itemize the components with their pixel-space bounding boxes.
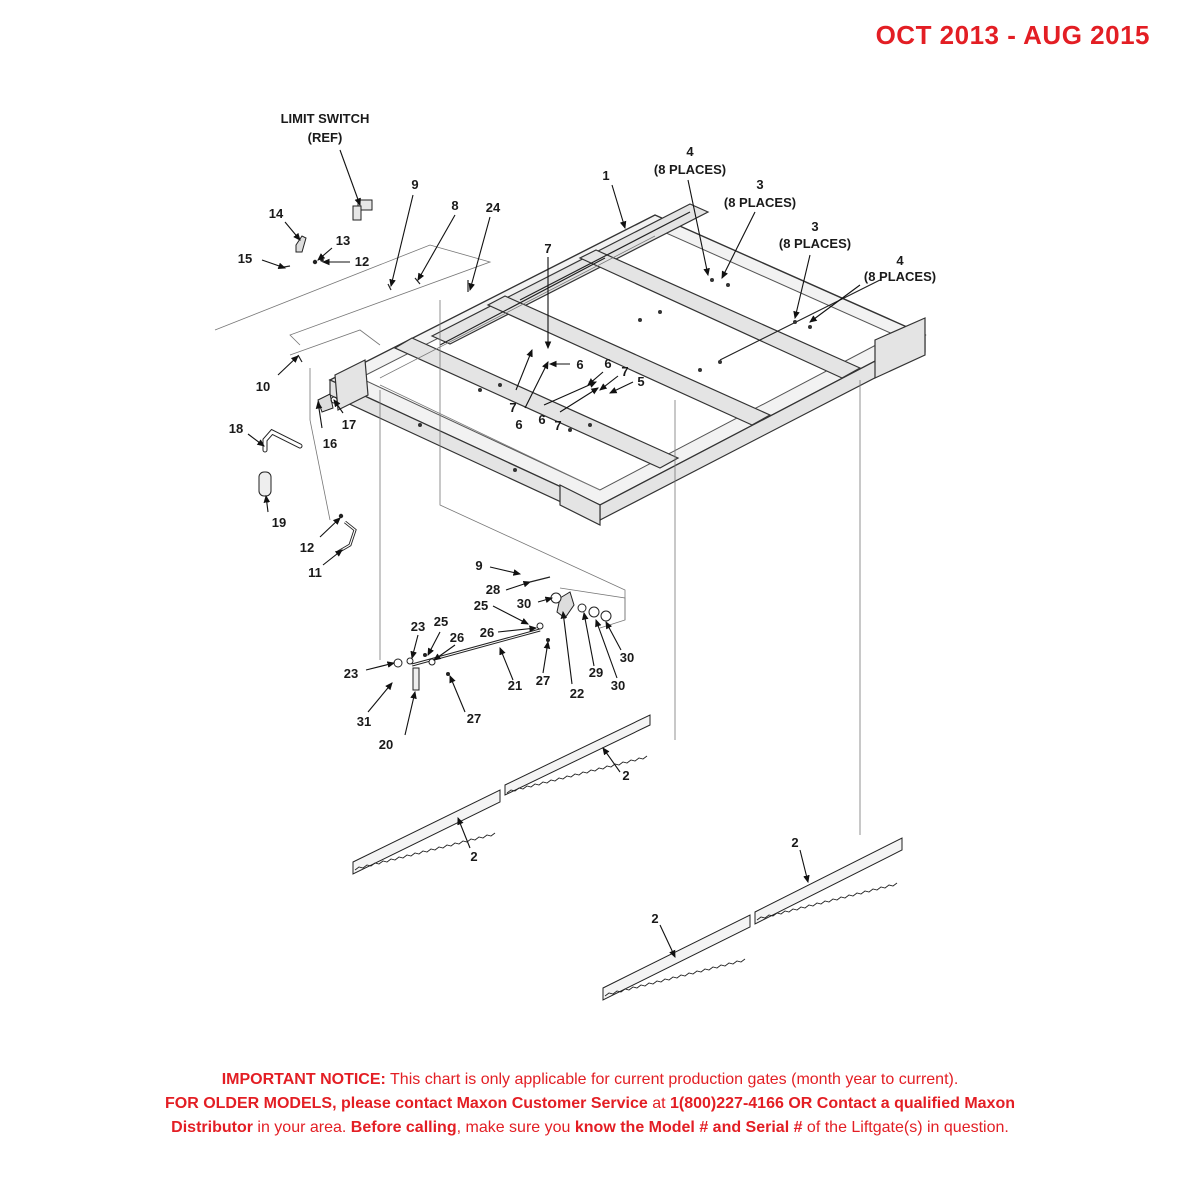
callout-7-top: 7 — [544, 241, 551, 256]
notice-before-calling: Before calling — [350, 1119, 457, 1136]
callout-2-d: 2 — [651, 911, 658, 926]
callout-30-lower: 30 — [611, 678, 625, 693]
callout-9-top: 9 — [411, 177, 418, 192]
callout-9-lower: 9 — [475, 558, 482, 573]
callout-2-a: 2 — [622, 768, 629, 783]
callout-3-right: 3 — [811, 219, 818, 234]
callout-23-top: 23 — [411, 619, 425, 634]
callout-4-right: 4 — [896, 253, 904, 268]
notice-line-2: FOR OLDER MODELS, please contact Maxon C… — [0, 1092, 1180, 1116]
callout-limit-switch-ref: (REF) — [308, 130, 343, 145]
callout-28: 28 — [486, 582, 500, 597]
callout-14: 14 — [269, 206, 284, 221]
callout-10: 10 — [256, 379, 270, 394]
callout-1: 1 — [602, 168, 609, 183]
rack-upper-right — [504, 714, 651, 796]
notice-line-3: Distributor in your area. Before calling… — [0, 1116, 1180, 1140]
notice-older-models: FOR OLDER MODELS, please contact Maxon C… — [164, 1095, 648, 1112]
callout-6-b: 6 — [604, 356, 611, 371]
callout-3-top: 3 — [756, 177, 763, 192]
callout-24: 24 — [486, 200, 501, 215]
callout-4-right-places: (8 PLACES) — [864, 269, 936, 284]
callout-18: 18 — [229, 421, 243, 436]
callout-23-left: 23 — [344, 666, 358, 681]
callout-31: 31 — [357, 714, 371, 729]
callout-6-a: 6 — [576, 357, 583, 372]
callout-7-right: 7 — [621, 364, 628, 379]
notice-line-2-text: at — [647, 1095, 670, 1112]
callout-3-top-places: (8 PLACES) — [724, 195, 796, 210]
notice-model-serial: know the Model # and Serial # — [574, 1119, 803, 1136]
notice-heading: IMPORTANT NOTICE: — [221, 1071, 386, 1088]
callout-26-b: 26 — [450, 630, 464, 645]
callout-4-top: 4 — [686, 144, 694, 159]
callout-15: 15 — [238, 251, 252, 266]
callout-7-left: 7 — [509, 400, 516, 415]
callout-5: 5 — [637, 374, 644, 389]
rack-lower-left — [602, 914, 751, 1001]
callout-30-top: 30 — [517, 596, 531, 611]
callout-19: 19 — [272, 515, 286, 530]
callout-26-a: 26 — [480, 625, 494, 640]
date-range-title: OCT 2013 - AUG 2015 — [875, 20, 1150, 50]
exploded-parts-diagram: LIMIT SWITCH (REF) 4 (8 PLACES) 3 (8 PLA… — [214, 111, 936, 1001]
callout-12-top: 12 — [355, 254, 369, 269]
callout-20: 20 — [379, 737, 393, 752]
callout-11: 11 — [308, 565, 322, 580]
notice-line-1-text: This chart is only applicable for curren… — [385, 1071, 959, 1088]
callout-25-b: 25 — [434, 614, 448, 629]
callout-30-right: 30 — [620, 650, 634, 665]
callout-12-lower: 12 — [300, 540, 314, 555]
callout-25-a: 25 — [474, 598, 488, 613]
callout-13: 13 — [336, 233, 350, 248]
callout-17: 17 — [342, 417, 356, 432]
callout-7-lower: 7 — [554, 418, 561, 433]
rack-upper-left — [352, 789, 501, 875]
rack-lower-right — [754, 837, 903, 925]
callout-8: 8 — [451, 198, 458, 213]
callout-6-d: 6 — [538, 412, 545, 427]
notice-distributor: Distributor — [171, 1119, 253, 1136]
notice-line-3-text-b: , make sure you — [456, 1119, 575, 1136]
notice-phone: 1(800)227-4166 OR Contact a qualified Ma… — [670, 1095, 1015, 1112]
callout-22: 22 — [570, 686, 584, 701]
leader-lines — [247, 149, 861, 958]
callout-29: 29 — [589, 665, 603, 680]
callout-labels: LIMIT SWITCH (REF) 4 (8 PLACES) 3 (8 PLA… — [229, 111, 936, 926]
notice-line-3-text-a: in your area. — [252, 1119, 351, 1136]
callout-6-c: 6 — [515, 417, 522, 432]
main-frame-assembly — [328, 203, 927, 526]
callout-16: 16 — [323, 436, 337, 451]
gear-racks — [352, 714, 903, 1001]
callout-27-b: 27 — [467, 711, 481, 726]
callout-2-b: 2 — [470, 849, 477, 864]
notice-line-3-text-c: of the Liftgate(s) in question. — [802, 1119, 1009, 1136]
callout-2-c: 2 — [791, 835, 798, 850]
callout-limit-switch: LIMIT SWITCH — [281, 111, 370, 126]
callout-4-top-places: (8 PLACES) — [654, 162, 726, 177]
callout-3-right-places: (8 PLACES) — [779, 236, 851, 251]
callout-27-a: 27 — [536, 673, 550, 688]
important-notice: IMPORTANT NOTICE: This chart is only app… — [0, 1068, 1180, 1140]
callout-21: 21 — [508, 678, 522, 693]
notice-line-1: IMPORTANT NOTICE: This chart is only app… — [0, 1068, 1180, 1092]
